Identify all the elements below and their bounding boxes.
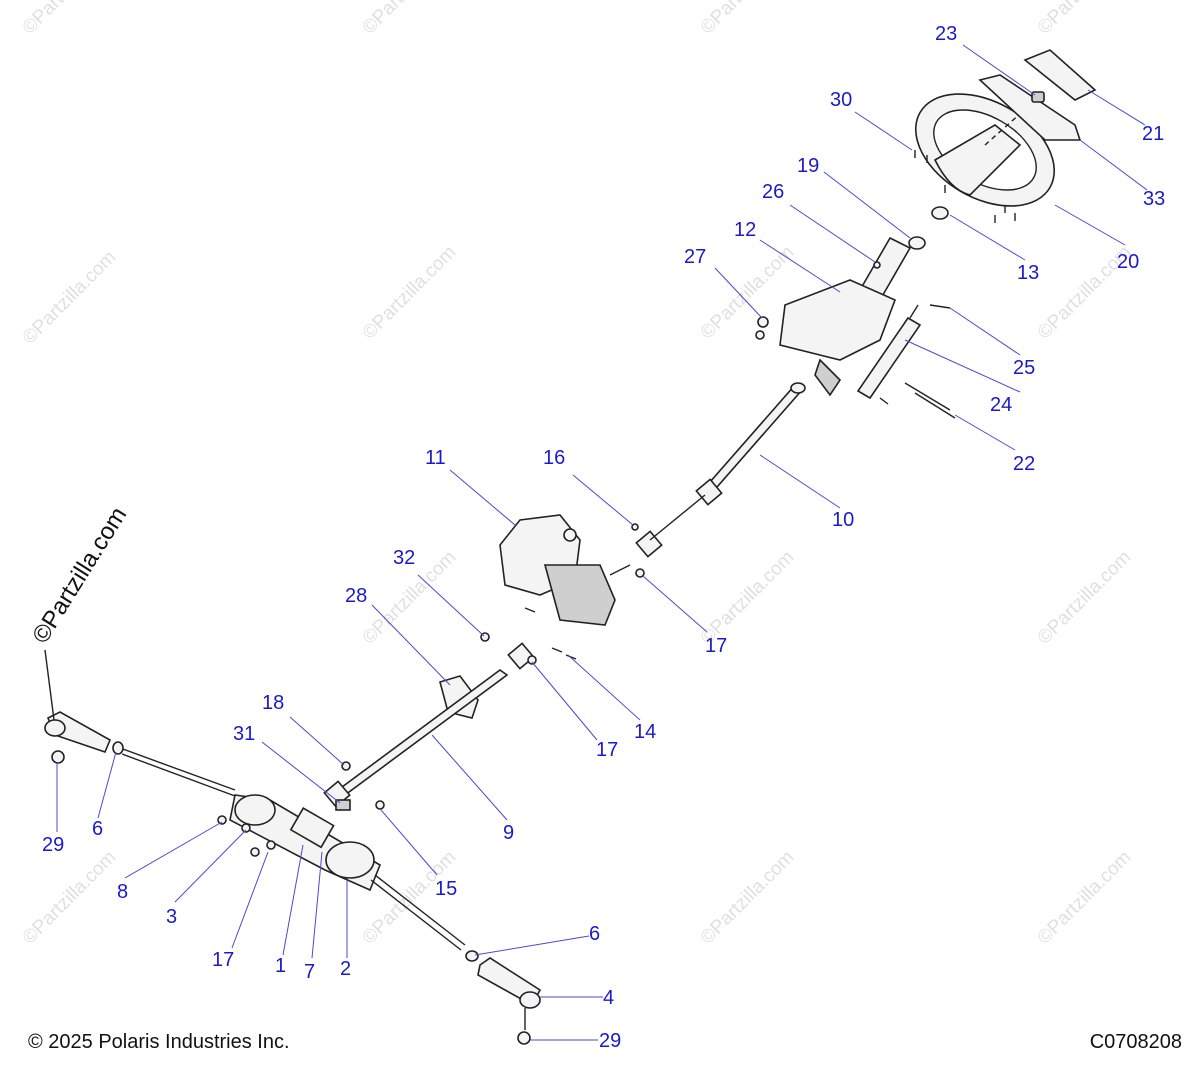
trim-cover-part — [1023, 49, 1097, 101]
leader-lines — [56, 44, 1148, 1041]
callout-labels: 23 30 21 33 19 26 13 20 12 27 25 24 22 1… — [42, 23, 1165, 1052]
power-steering-unit-part — [499, 514, 631, 626]
watermark: ©Partzilla.com — [697, 547, 799, 649]
callout-29: 29 — [599, 1030, 621, 1052]
callout-30: 30 — [830, 89, 852, 111]
watermark: ©Partzilla.com — [19, 0, 121, 39]
drawing-number: C0708208 — [1089, 1031, 1182, 1053]
nut-29-right-part — [517, 1031, 531, 1045]
nut-29-left-part — [51, 750, 65, 764]
nut-17-part — [635, 568, 645, 578]
trim-bracket-part — [978, 74, 1082, 141]
watermark: ©Partzilla.com — [359, 242, 461, 344]
jam-nut-left-part — [112, 741, 124, 755]
callout-29: 29 — [42, 834, 64, 856]
bolts-14-part — [524, 607, 577, 660]
callout-26: 26 — [762, 181, 784, 203]
callout-7: 7 — [304, 961, 315, 983]
callout-6: 6 — [92, 818, 103, 840]
steering-rack-part — [119, 747, 466, 951]
watermark: ©Partzilla.com — [1034, 0, 1136, 39]
bolt-16-part — [631, 523, 639, 531]
callout-11: 11 — [425, 447, 446, 469]
watermark: ©Partzilla.com — [359, 0, 461, 39]
bolts-30-part — [914, 150, 1016, 223]
watermark: ©Partzilla.com — [1034, 847, 1136, 949]
watermark: ©Partzilla.com — [19, 847, 121, 949]
bushing-19-part — [908, 236, 926, 250]
callout-33: 33 — [1143, 188, 1165, 210]
callout-27: 27 — [684, 246, 706, 268]
nut-27-part — [757, 316, 769, 328]
callout-17: 17 — [212, 949, 234, 971]
callout-15: 15 — [435, 878, 457, 900]
spring-31-part — [335, 799, 351, 811]
steering-wheel-part — [914, 93, 1056, 207]
callout-6: 6 — [589, 923, 600, 945]
callout-20: 20 — [1117, 251, 1139, 273]
callout-1: 1 — [275, 955, 286, 977]
callout-13: 13 — [1017, 262, 1039, 284]
copyright-text: © 2025 Polaris Industries Inc. — [28, 1031, 290, 1053]
bolts-part — [879, 304, 956, 419]
callout-24: 24 — [990, 394, 1012, 416]
callout-14: 14 — [634, 721, 656, 743]
parts — [44, 49, 1097, 1045]
callout-9: 9 — [503, 822, 514, 844]
callout-12: 12 — [734, 219, 756, 241]
watermark: ©Partzilla.com — [697, 847, 799, 949]
nut-18-part — [341, 761, 351, 771]
bolt-15-part — [375, 800, 385, 810]
bolt-26-part — [873, 261, 881, 269]
nut-part — [1031, 91, 1045, 103]
callout-23: 23 — [935, 23, 957, 45]
callout-18: 18 — [262, 692, 284, 714]
callout-32: 32 — [393, 547, 415, 569]
callout-25: 25 — [1013, 357, 1035, 379]
watermark: ©Partzilla.com — [19, 247, 121, 349]
jam-nut-right-part — [465, 950, 479, 962]
column-bracket-part — [779, 279, 897, 361]
callout-19: 19 — [797, 155, 819, 177]
callout-21: 21 — [1142, 123, 1164, 145]
callout-4: 4 — [603, 987, 614, 1009]
callout-3: 3 — [166, 906, 177, 928]
bushing-13-part — [931, 206, 949, 220]
callout-16: 16 — [543, 447, 565, 469]
callout-8: 8 — [117, 881, 128, 903]
watermark: ©Partzilla.com — [1034, 547, 1136, 649]
lower-shaft-part — [336, 669, 509, 796]
callout-31: 31 — [233, 723, 255, 745]
side-watermark: ©Partzilla.com — [27, 502, 132, 648]
callout-2: 2 — [340, 958, 351, 980]
callout-10: 10 — [832, 509, 854, 531]
intermediate-shaft-part — [701, 383, 804, 497]
lower-u-joint-part — [507, 642, 535, 670]
gas-strut-part — [856, 316, 922, 400]
callout-17: 17 — [705, 635, 727, 657]
callout-28: 28 — [345, 585, 367, 607]
callout-22: 22 — [1013, 453, 1035, 475]
watermark: ©Partzilla.com — [697, 0, 799, 39]
callout-17: 17 — [596, 739, 618, 761]
